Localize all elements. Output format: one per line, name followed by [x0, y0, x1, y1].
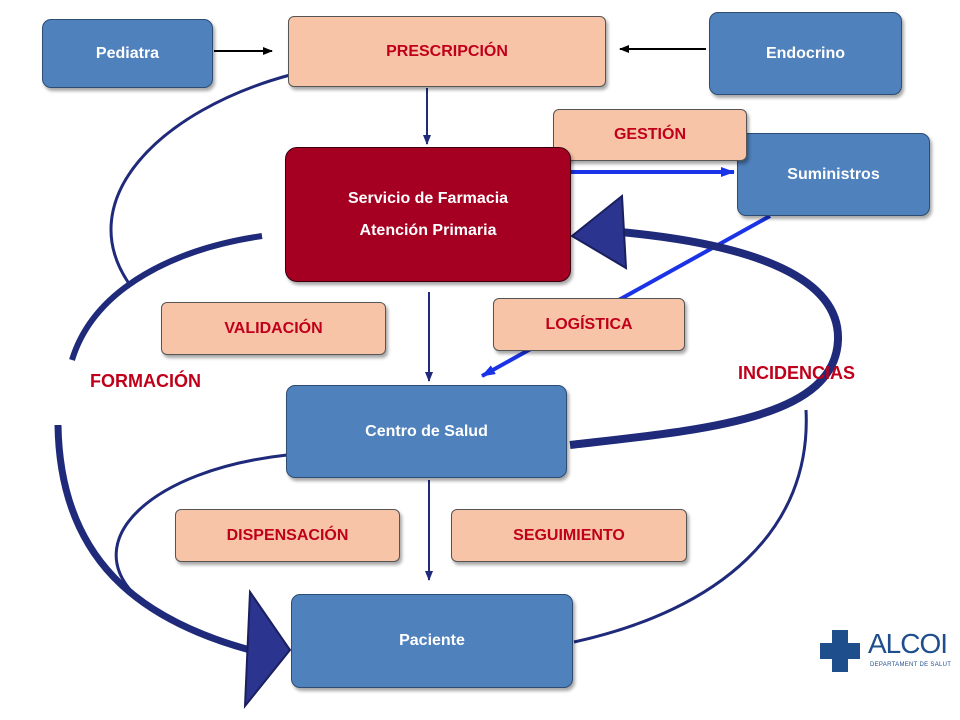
curve-prescripcion-left — [109, 73, 291, 286]
node-suministros: Suministros — [737, 133, 930, 216]
formacion-curve-bottom — [54, 424, 251, 654]
node-servicio-farmacia: Servicio de Farmacia Atención Primaria — [285, 147, 571, 282]
formacion-curve-top — [69, 233, 263, 361]
node-logistica: LOGÍSTICA — [493, 298, 685, 351]
node-logistica-label: LOGÍSTICA — [545, 315, 633, 333]
node-pediatra: Pediatra — [42, 19, 213, 88]
node-gestion: GESTIÓN — [553, 109, 747, 161]
health-cross-icon — [820, 630, 860, 672]
node-gestion-label: GESTIÓN — [613, 126, 686, 143]
node-dispensacion: DISPENSACIÓN — [175, 509, 400, 562]
node-centro-salud-label: Centro de Salud — [365, 422, 488, 440]
node-servicio-line1: Servicio de Farmacia — [347, 189, 509, 207]
logo-title: ALCOI — [868, 628, 948, 659]
node-seguimiento-label: SEGUIMIENTO — [513, 526, 625, 544]
node-pediatra-label: Pediatra — [95, 44, 160, 62]
node-paciente: Paciente — [291, 594, 573, 688]
logo-subtitle: DEPARTAMENT DE SALUT — [870, 662, 952, 668]
node-servicio-line2: Atención Primaria — [359, 221, 497, 239]
node-suministros-label: Suministros — [787, 165, 880, 183]
curve-right-paciente — [573, 409, 808, 644]
incidencias-arrowhead — [570, 194, 628, 270]
node-dispensacion-label: DISPENSACIÓN — [226, 526, 349, 544]
curve-centro-left — [114, 453, 288, 597]
node-seguimiento: SEGUIMIENTO — [451, 509, 687, 562]
incidencias-curve — [569, 228, 843, 449]
node-validacion-label: VALIDACIÓN — [224, 319, 323, 337]
node-endocrino: Endocrino — [709, 12, 902, 95]
node-prescripcion-label: PRESCRIPCIÓN — [386, 43, 508, 60]
formacion-arrowhead — [243, 588, 292, 710]
label-incidencias: INCIDENCIAS — [738, 363, 856, 383]
label-formacion: FORMACIÓN — [90, 371, 201, 391]
node-paciente-label: Paciente — [399, 632, 465, 649]
node-endocrino-label: Endocrino — [765, 44, 846, 62]
alcoi-logo: ALCOI DEPARTAMENT DE SALUT — [818, 628, 951, 680]
node-prescripcion: PRESCRIPCIÓN — [288, 16, 606, 87]
node-validacion: VALIDACIÓN — [161, 302, 386, 355]
node-centro-salud: Centro de Salud — [286, 385, 567, 478]
